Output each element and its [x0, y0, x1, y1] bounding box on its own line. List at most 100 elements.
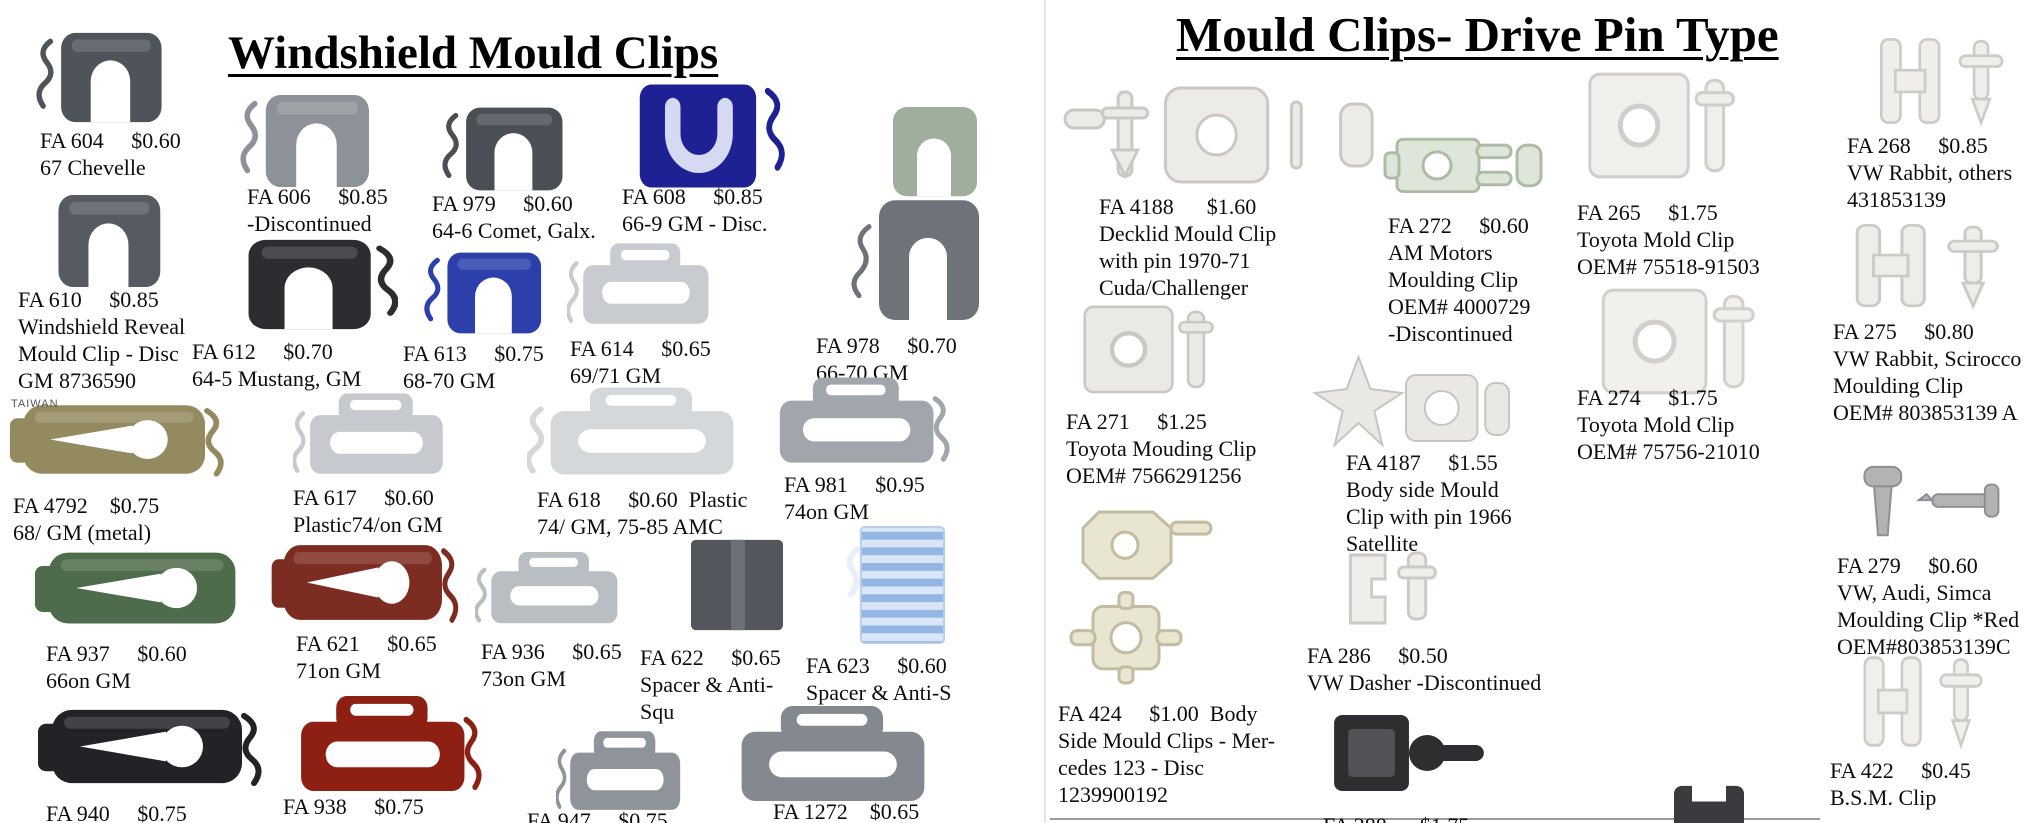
caption-line: FA 947 $0.75 — [527, 808, 668, 823]
fa623-photo — [843, 524, 947, 646]
fa940-caption: FA 940 $0.75 — [46, 800, 187, 823]
drive-pin-section-title: Mould Clips- Drive Pin Type — [1176, 7, 1779, 62]
caption-line: FA 424 $1.00 Body — [1058, 701, 1258, 726]
caption-line: AM Motors — [1388, 240, 1493, 265]
caption-line: OEM# 803853139 A — [1833, 400, 2018, 425]
caption-line: Satellite — [1346, 531, 1419, 556]
fa422-photo — [1853, 652, 2009, 752]
caption-line: FA 604 $0.60 — [40, 128, 181, 153]
windshield-section-title: Windshield Mould Clips — [228, 27, 719, 79]
caption-line: FA 288 $1.75 — [1323, 812, 1469, 823]
caption-line: FA 610 $0.85 — [18, 287, 159, 312]
caption-line: 74on GM — [784, 499, 869, 524]
fa614-photo — [567, 240, 722, 328]
caption-line: FA 608 $0.85 — [622, 184, 763, 209]
caption-line: Windshield Reveal — [18, 314, 186, 339]
caption-line: 73on GM — [481, 666, 566, 691]
caption-line: FA 614 $0.65 — [570, 336, 711, 361]
bottom-rule — [1050, 818, 1820, 820]
fa610-photo — [33, 192, 183, 290]
caption-line: Spacer & Anti-S — [806, 680, 952, 705]
fa617-photo — [293, 390, 457, 478]
fa1272-caption: FA 1272 $0.65 — [773, 798, 919, 823]
fa618-photo — [527, 384, 753, 479]
fa622-photo — [687, 537, 787, 633]
caption-line: FA 286 $0.50 — [1307, 643, 1448, 668]
fa608-photo — [632, 80, 792, 192]
caption-line: 66-9 GM - Disc. — [622, 211, 768, 236]
caption-line: Spacer & Anti- — [640, 672, 774, 697]
fa286-photo — [1333, 545, 1473, 633]
fa1272-photo — [718, 702, 944, 806]
fa275-photo — [1843, 220, 2031, 312]
caption-line: FA 981 $0.95 — [784, 472, 925, 497]
caption-line: Clip with pin 1966 — [1346, 504, 1512, 529]
caption-line: OEM# 75756-21010 — [1577, 439, 1760, 464]
partial-clip-photo — [1668, 778, 1750, 823]
fa272-photo — [1381, 118, 1551, 210]
caption-line: Moulding Clip — [1388, 267, 1519, 292]
column-divider — [1044, 0, 1046, 823]
fa4188-photo — [1063, 80, 1378, 190]
caption-line: Squ — [640, 699, 675, 724]
caption-line: -Discontinued — [1388, 321, 1513, 346]
caption-line: FA 613 $0.75 — [403, 341, 544, 366]
caption-line: 64-5 Mustang, GM — [192, 366, 362, 391]
caption-line: FA 606 $0.85 — [247, 184, 388, 209]
fa978-photo — [845, 105, 995, 323]
fa288-photo — [1326, 705, 1498, 803]
caption-line: Mould Clip - Disc — [18, 341, 179, 366]
fa274-photo — [1593, 282, 1783, 400]
caption-line: FA 621 $0.65 — [296, 631, 437, 656]
fa279-photo — [1843, 461, 2013, 547]
caption-line: with pin 1970-71 — [1099, 248, 1251, 273]
caption-line: FA 274 $1.75 — [1577, 385, 1718, 410]
fa606-photo — [240, 92, 392, 190]
caption-line: Side Mould Clips - Mer- — [1058, 728, 1276, 753]
fa612-photo — [218, 237, 398, 332]
fa424-photo — [1063, 506, 1228, 692]
caption-line: FA 623 $0.60 — [806, 653, 947, 678]
fa4792-photo: TAIWAN — [8, 396, 228, 484]
caption-line: 77/Buick, Olds Cadill — [283, 820, 476, 823]
caption-line: Cuda/Challenger — [1099, 275, 1249, 300]
fa937-photo — [33, 543, 259, 634]
caption-line: FA 612 $0.70 — [192, 339, 333, 364]
caption-line: FA 268 $0.85 — [1847, 133, 1988, 158]
caption-line: Plastic74/on GM — [293, 512, 443, 537]
caption-line: Moulding Clip — [1833, 373, 1964, 398]
fa936-photo — [475, 549, 631, 627]
caption-line: OEM# 75518-91503 — [1577, 254, 1760, 279]
caption-line: 68/ GM (metal) — [13, 520, 152, 545]
caption-line: Decklid Mould Clip — [1099, 221, 1277, 246]
caption-line: 74/ GM, 75-85 AMC — [537, 514, 723, 539]
photo-stamp-label: TAIWAN — [11, 398, 59, 410]
fa613-photo — [424, 250, 562, 336]
caption-line: Toyota Mouding Clip — [1066, 436, 1257, 461]
fa604-photo — [36, 30, 184, 125]
caption-line: FA 1272 $0.65 — [773, 799, 920, 823]
caption-line: VW, Audi, Simca — [1837, 580, 1992, 605]
caption-line: FA 275 $0.80 — [1833, 319, 1974, 344]
caption-line: FA 936 $0.65 — [481, 639, 622, 664]
caption-line: 1239900192 — [1058, 782, 1168, 807]
fa947-photo — [556, 728, 692, 814]
caption-line: 68-70 GM — [403, 368, 496, 393]
caption-line: OEM#803853139C — [1837, 634, 2011, 659]
